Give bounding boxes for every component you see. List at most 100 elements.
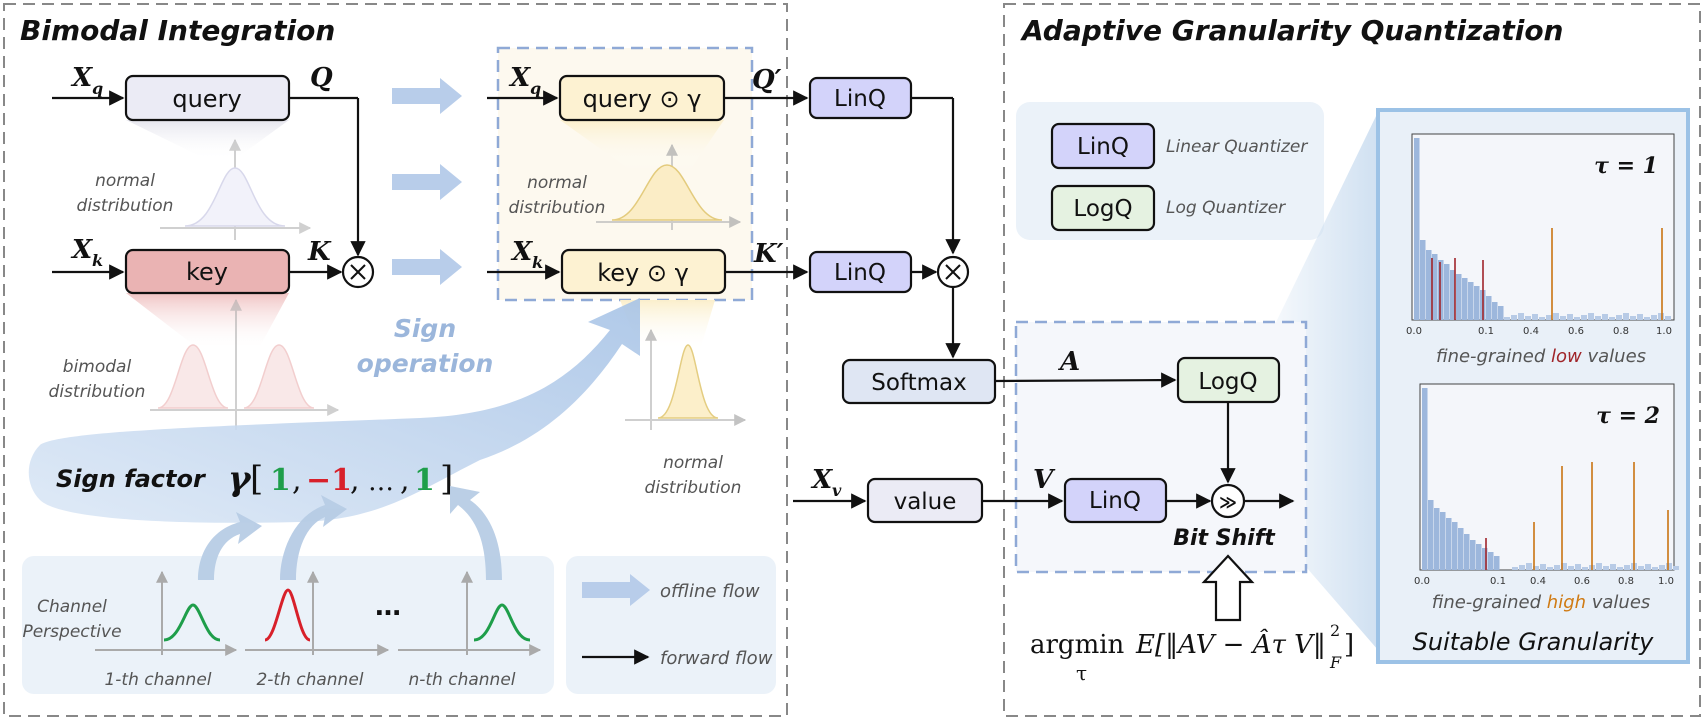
hist-bar <box>1486 296 1492 320</box>
hist-bar <box>1616 315 1622 320</box>
hist-bar <box>1630 316 1636 320</box>
hist-bar <box>1414 138 1420 320</box>
legend-logq-desc: Log Quantizer <box>1166 198 1286 218</box>
hist-bar <box>1470 540 1476 570</box>
hist-bar <box>1588 313 1594 320</box>
hist-bar <box>1658 313 1664 320</box>
hist-bar <box>1444 264 1450 320</box>
svg-text:X: X <box>508 63 532 93</box>
svg-text:q: q <box>530 79 541 98</box>
channel-n-plot <box>398 570 542 656</box>
channel-2-label: 2-th channel <box>256 670 363 690</box>
hist-bar <box>1492 302 1498 320</box>
legend-logq-box <box>1050 184 1156 232</box>
hist-bar <box>1561 563 1567 570</box>
legend-linq-box <box>1050 122 1156 170</box>
svg-text:τ: τ <box>1076 661 1087 685</box>
tick-label: 0.6 <box>1574 576 1590 587</box>
tick-label: 0.4 <box>1523 326 1539 337</box>
hist-bar <box>1603 566 1609 570</box>
softmax-box <box>841 358 997 405</box>
hist-bar <box>1540 564 1546 570</box>
hist-bar <box>1560 316 1566 320</box>
hist-bar <box>1547 567 1553 570</box>
legend-logq-label: LogQ <box>1073 196 1132 222</box>
hist2-caption: fine-grained high values <box>1432 592 1651 613</box>
tau1-label: τ = 1 <box>1594 153 1658 179</box>
hist-bar <box>1456 274 1462 320</box>
svg-text:X: X <box>510 237 534 267</box>
xq-gamma-label: X q <box>508 63 541 98</box>
xk-gamma-label: X k <box>510 237 543 272</box>
channel-1-plot <box>95 570 238 656</box>
flow-legend-box <box>566 556 776 694</box>
tick-label: 0.6 <box>1568 326 1584 337</box>
tau2-label: τ = 2 <box>1596 403 1660 429</box>
key-gamma-label: key ⊙ γ <box>597 259 689 287</box>
hist-bar <box>1539 317 1545 320</box>
query-label: query <box>172 85 241 113</box>
svg-text:X: X <box>70 63 94 93</box>
hist-bar <box>1623 313 1629 320</box>
v-label: V <box>1033 465 1056 495</box>
offline-flow-arrows <box>392 78 462 285</box>
svg-text:E[‖AV − Âτ V‖: E[‖AV − Âτ V‖ <box>1135 628 1326 660</box>
channel-perspective-box <box>22 556 554 694</box>
query-gamma-label: query ⊙ γ <box>583 85 702 113</box>
hist-bar <box>1638 566 1644 570</box>
k-prime-label: K′ <box>753 239 784 269</box>
bimodal-panel-border <box>3 3 788 717</box>
hist-bar <box>1610 564 1616 570</box>
agq-panel-title: Adaptive Granularity Quantization <box>1020 14 1564 47</box>
tick-label: 0.0 <box>1406 326 1422 337</box>
svg-text:operation: operation <box>357 349 494 378</box>
hist-bar <box>1518 313 1524 320</box>
channel-2-plot <box>245 570 390 656</box>
hist-bar <box>1645 564 1651 570</box>
hist-bar <box>1482 548 1488 570</box>
a-label: A <box>1057 347 1080 377</box>
sign-factor-label: Sign factor <box>56 465 207 493</box>
hist-bar <box>1434 508 1440 570</box>
hist-bar <box>1582 567 1588 570</box>
hist-bar <box>1428 500 1434 570</box>
hist-bar <box>1468 282 1474 320</box>
svg-text:1: 1 <box>270 463 291 498</box>
svg-text:Channel: Channel <box>37 597 107 617</box>
objective-formula: argmin τ E[‖AV − Âτ V‖ 2 F ] <box>1030 621 1354 685</box>
svg-text:argmin: argmin <box>1030 630 1125 660</box>
hist-bar <box>1546 315 1552 320</box>
svg-text:normal: normal <box>527 173 587 193</box>
bimodal-distribution-label: bimodal <box>63 357 132 377</box>
svg-text:distribution: distribution <box>49 382 146 402</box>
svg-text:X: X <box>70 235 94 265</box>
objective-arrow <box>1201 554 1255 622</box>
svg-text:−1: −1 <box>306 463 352 498</box>
hist-bar <box>1488 552 1494 570</box>
hist-bar <box>1462 278 1468 320</box>
normal-distribution-label: normal <box>95 171 155 191</box>
softmax-label: Softmax <box>871 370 967 396</box>
hist-bar <box>1595 316 1601 320</box>
svg-text:k: k <box>92 251 103 270</box>
sign-factor-arrow <box>28 298 640 523</box>
svg-text:normal: normal <box>663 453 723 473</box>
offline-flow-legend-label: offline flow <box>660 581 760 602</box>
hist-bar <box>1651 315 1657 320</box>
channel-to-gamma-arrows <box>198 486 502 580</box>
hist-bar <box>1432 254 1438 320</box>
hist-bar <box>1422 388 1428 570</box>
svg-text:]: ] <box>1344 630 1354 660</box>
hist-bar <box>1624 565 1630 570</box>
hist-bar <box>1665 316 1671 320</box>
linq-q-label: LinQ <box>834 86 886 112</box>
svg-text:]: ] <box>440 459 453 499</box>
hist-bar <box>1666 563 1672 570</box>
normal-distribution-lower-plot <box>625 328 747 430</box>
hist-bar <box>1446 518 1452 570</box>
hist-bar <box>1609 317 1615 320</box>
svg-text:distribution: distribution <box>645 478 742 498</box>
